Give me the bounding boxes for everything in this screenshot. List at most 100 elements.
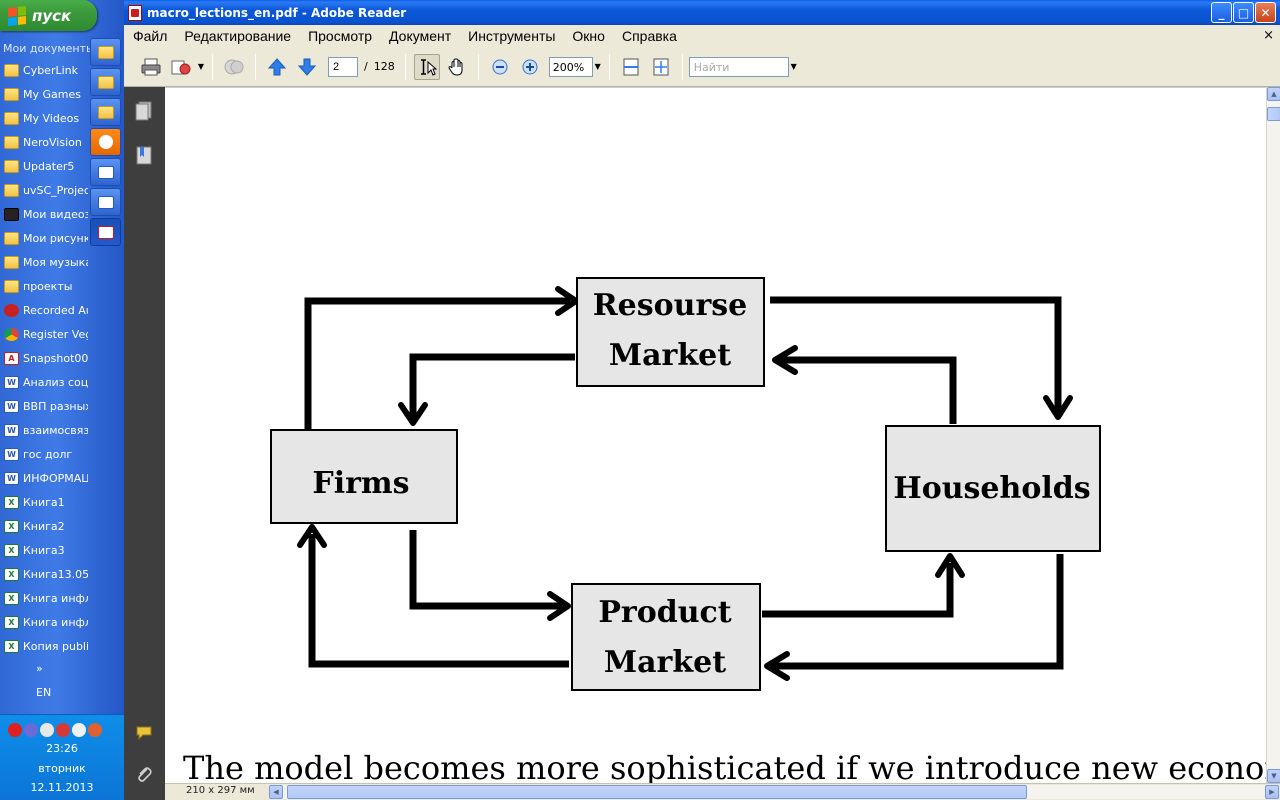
previous-page-button[interactable] bbox=[264, 54, 290, 80]
circular-flow-diagram: Resourse Market Firms Households Product… bbox=[270, 277, 1101, 691]
desktop-item[interactable]: CyberLink bbox=[0, 58, 88, 82]
desktop-item[interactable]: Мои рисунки bbox=[0, 226, 88, 250]
title-bar[interactable]: macro_lections_en.pdf - Adobe Reader _ □… bbox=[124, 0, 1280, 25]
folder-icon bbox=[97, 75, 114, 89]
pages-icon[interactable] bbox=[135, 101, 153, 121]
desktop-item-label: Книга3 bbox=[23, 543, 65, 557]
desktop-item-label: NeroVision bbox=[23, 135, 82, 149]
scroll-left-button[interactable]: ◀ bbox=[269, 785, 283, 799]
zoom-out-button[interactable] bbox=[487, 54, 513, 80]
desktop-item[interactable]: Recorded Aud bbox=[0, 298, 88, 322]
desktop-item[interactable]: Register Vega bbox=[0, 322, 88, 346]
start-button[interactable]: пуск bbox=[0, 0, 97, 31]
desktop-item[interactable]: Книга2 bbox=[0, 514, 88, 538]
opera-icon[interactable] bbox=[8, 723, 22, 737]
scroll-up-button[interactable]: ▲ bbox=[1267, 87, 1280, 101]
page-separator: / bbox=[364, 60, 368, 73]
desktop-item[interactable]: uvSC_Project bbox=[0, 178, 88, 202]
bookmarks-icon[interactable] bbox=[135, 145, 153, 165]
next-page-button[interactable] bbox=[294, 54, 320, 80]
desktop-item-label: Мои видеоза bbox=[23, 207, 88, 221]
volume-icon[interactable] bbox=[72, 723, 86, 737]
households-label: Households bbox=[893, 471, 1090, 506]
safely-remove-icon[interactable] bbox=[40, 723, 54, 737]
desktop-item[interactable]: Моя музыка bbox=[0, 250, 88, 274]
vertical-scroll-thumb[interactable] bbox=[1267, 107, 1280, 121]
desktop-item[interactable]: Книга инфл 2 bbox=[0, 610, 88, 634]
select-tool-button[interactable] bbox=[413, 53, 440, 80]
product-market-box bbox=[571, 583, 761, 691]
minimize-button[interactable]: _ bbox=[1211, 2, 1232, 23]
desktop-toolbar-title: Мои документы bbox=[3, 42, 95, 55]
desktop-item[interactable]: Копия publish bbox=[0, 634, 88, 658]
maximize-button[interactable]: □ bbox=[1233, 2, 1254, 23]
menu-help[interactable]: Справка bbox=[621, 28, 677, 44]
share-button[interactable] bbox=[168, 54, 194, 80]
folder-icon bbox=[4, 159, 19, 173]
desktop-item[interactable]: Snapshot001 bbox=[0, 346, 88, 370]
zoom-in-button[interactable] bbox=[517, 54, 543, 80]
taskbar-folder-button[interactable] bbox=[90, 68, 121, 96]
comments-icon[interactable] bbox=[135, 723, 153, 743]
desktop-item[interactable]: Анализ социа bbox=[0, 370, 88, 394]
desktop-item[interactable]: Книга13.05.2 bbox=[0, 562, 88, 586]
more-items-chevron[interactable]: » bbox=[36, 662, 43, 675]
desktop-item-label: Копия publish bbox=[23, 639, 88, 653]
desktop-item[interactable]: Книга инфл 1 bbox=[0, 586, 88, 610]
print-button[interactable] bbox=[138, 54, 164, 80]
taskbar-folder-button[interactable] bbox=[90, 98, 121, 126]
zoom-level-input[interactable]: 200% bbox=[548, 56, 593, 77]
antivirus-icon[interactable] bbox=[56, 723, 70, 737]
desktop-item[interactable]: My Videos bbox=[0, 106, 88, 130]
desktop-item-label: ВВП разных с bbox=[23, 399, 88, 413]
taskbar-nero-button[interactable] bbox=[90, 128, 121, 156]
collaborate-button[interactable] bbox=[221, 54, 247, 80]
menu-window[interactable]: Окно bbox=[572, 28, 605, 44]
hand-tool-button[interactable] bbox=[444, 54, 470, 80]
desktop-item[interactable]: взаимосвязь bbox=[0, 418, 88, 442]
page-size-label: 210 x 297 мм bbox=[186, 785, 255, 796]
desktop-item[interactable]: гос долг bbox=[0, 442, 88, 466]
taskbar-word-button[interactable] bbox=[90, 158, 121, 186]
language-indicator[interactable]: EN bbox=[36, 686, 52, 699]
horizontal-scroll-thumb[interactable] bbox=[287, 785, 1027, 799]
close-button[interactable]: ✕ bbox=[1255, 2, 1276, 23]
desktop-item[interactable]: NeroVision bbox=[0, 130, 88, 154]
menu-view[interactable]: Просмотр bbox=[308, 28, 373, 44]
attachments-icon[interactable] bbox=[135, 765, 153, 785]
desktop-item[interactable]: ВВП разных с bbox=[0, 394, 88, 418]
vertical-scrollbar[interactable]: ▲ ▼ bbox=[1266, 87, 1280, 783]
taskbar-folder-button[interactable] bbox=[90, 38, 121, 66]
desktop-item[interactable]: Книга1 bbox=[0, 490, 88, 514]
app-tray-icon[interactable] bbox=[88, 723, 102, 737]
search-input[interactable]: Найти bbox=[688, 56, 789, 77]
desktop-item[interactable]: Книга3 bbox=[0, 538, 88, 562]
menu-tools[interactable]: Инструменты bbox=[468, 28, 556, 44]
status-bar: 210 x 297 мм ◀ ▶ bbox=[165, 783, 1280, 800]
desktop-item[interactable]: ИНФОРМАЦИ bbox=[0, 466, 88, 490]
clock-time[interactable]: 23:26 bbox=[46, 742, 78, 755]
desktop-item[interactable]: My Games bbox=[0, 82, 88, 106]
zoom-dropdown-arrow[interactable]: ▼ bbox=[594, 62, 601, 71]
fit-page-button[interactable] bbox=[648, 54, 674, 80]
menu-document[interactable]: Документ bbox=[389, 28, 452, 44]
network-icon[interactable] bbox=[24, 723, 38, 737]
share-dropdown-arrow[interactable]: ▼ bbox=[197, 62, 205, 71]
scroll-down-button[interactable]: ▼ bbox=[1267, 769, 1280, 783]
menu-edit[interactable]: Редактирование bbox=[184, 28, 292, 44]
menu-file[interactable]: Файл bbox=[133, 28, 168, 44]
horizontal-scrollbar[interactable]: ◀ bbox=[269, 785, 1269, 799]
document-view[interactable]: Resourse Market Firms Households Product… bbox=[165, 87, 1266, 783]
desktop-item[interactable]: проекты bbox=[0, 274, 88, 298]
nero-icon bbox=[98, 135, 113, 149]
desktop-item[interactable]: Updater5 bbox=[0, 154, 88, 178]
desktop-item[interactable]: Мои видеоза bbox=[0, 202, 88, 226]
close-document-icon[interactable]: × bbox=[1263, 28, 1274, 43]
taskbar-adobe-reader-button[interactable] bbox=[90, 218, 121, 246]
scroll-right-button[interactable]: ▶ bbox=[1265, 785, 1279, 799]
page-number-input[interactable] bbox=[328, 56, 358, 77]
fit-width-button[interactable] bbox=[618, 54, 644, 80]
taskbar-word-button[interactable] bbox=[90, 188, 121, 216]
search-dropdown-arrow[interactable]: ▼ bbox=[790, 62, 797, 71]
